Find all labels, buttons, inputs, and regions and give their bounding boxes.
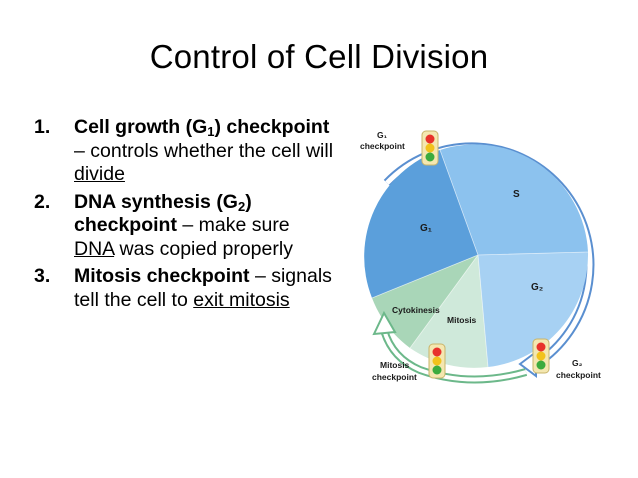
slide-title: Control of Cell Division (149, 38, 489, 75)
list-item: 1. Cell growth (G1) checkpoint – control… (34, 116, 334, 187)
list-number: 1. (34, 116, 51, 138)
label-mitosis: Mitosis (447, 315, 477, 325)
checkpoint-g2-title: G₂ (572, 358, 583, 368)
item-subscript: 2 (237, 198, 246, 214)
item-underlined: divide (74, 163, 125, 185)
cell-cycle-diagram: G₁ S G₂ Mitosis Cytokinesis G₁ checkpoin… (340, 120, 620, 400)
label-g2: G₂ (531, 282, 543, 293)
phase-mitosis-sector (410, 255, 488, 368)
phase-g2-sector (478, 252, 589, 367)
checkpoint-g1-label: checkpoint (360, 141, 405, 151)
phase-g1-sector (364, 150, 478, 298)
label-g1: G₁ (420, 223, 432, 234)
checkpoint-mitosis-title: Mitosis (380, 360, 410, 370)
checkpoint-g1-title: G₁ (377, 130, 388, 140)
traffic-light-icon (532, 338, 550, 374)
traffic-light-icon (421, 130, 439, 166)
item-text: – signals tell the cell to (74, 265, 332, 311)
list-number: 3. (34, 265, 51, 287)
phase-s-sector (440, 144, 588, 255)
item-bold-text-post: ) checkpoint (214, 116, 330, 138)
item-underlined: exit mitosis (193, 288, 290, 311)
list-number: 2. (34, 190, 51, 213)
label-cytokinesis: Cytokinesis (392, 305, 440, 315)
item-text-after: was copied properly (114, 237, 293, 260)
cell-cycle-svg: G₁ S G₂ Mitosis Cytokinesis G₁ checkpoin… (360, 130, 601, 384)
list-item: 2. DNA synthesis (G2) checkpoint – make … (34, 191, 334, 262)
item-underlined: DNA (74, 237, 115, 260)
item-text: – controls whether the cell will (74, 139, 334, 162)
phase-cytokinesis-sector (372, 255, 478, 348)
checkpoint-g2-label: checkpoint (556, 370, 601, 380)
mitosis-arrow-head (372, 310, 397, 336)
label-s: S (513, 189, 520, 200)
checkpoint-list: 1. Cell growth (G1) checkpoint – control… (34, 116, 334, 316)
list-item: 3. Mitosis checkpoint – signals tell the… (34, 265, 334, 312)
checkpoint-mitosis-label: checkpoint (372, 372, 417, 382)
item-bold-text: Mitosis checkpoint (74, 265, 250, 287)
item-bold-text-post: ) checkpoint (74, 190, 252, 237)
item-subscript: 1 (207, 124, 215, 139)
item-bold-text: DNA synthesis (G (74, 190, 238, 213)
traffic-light-icon (428, 343, 446, 379)
item-bold-text: Cell growth (G (74, 116, 208, 138)
item-text: – make sure (176, 214, 290, 236)
